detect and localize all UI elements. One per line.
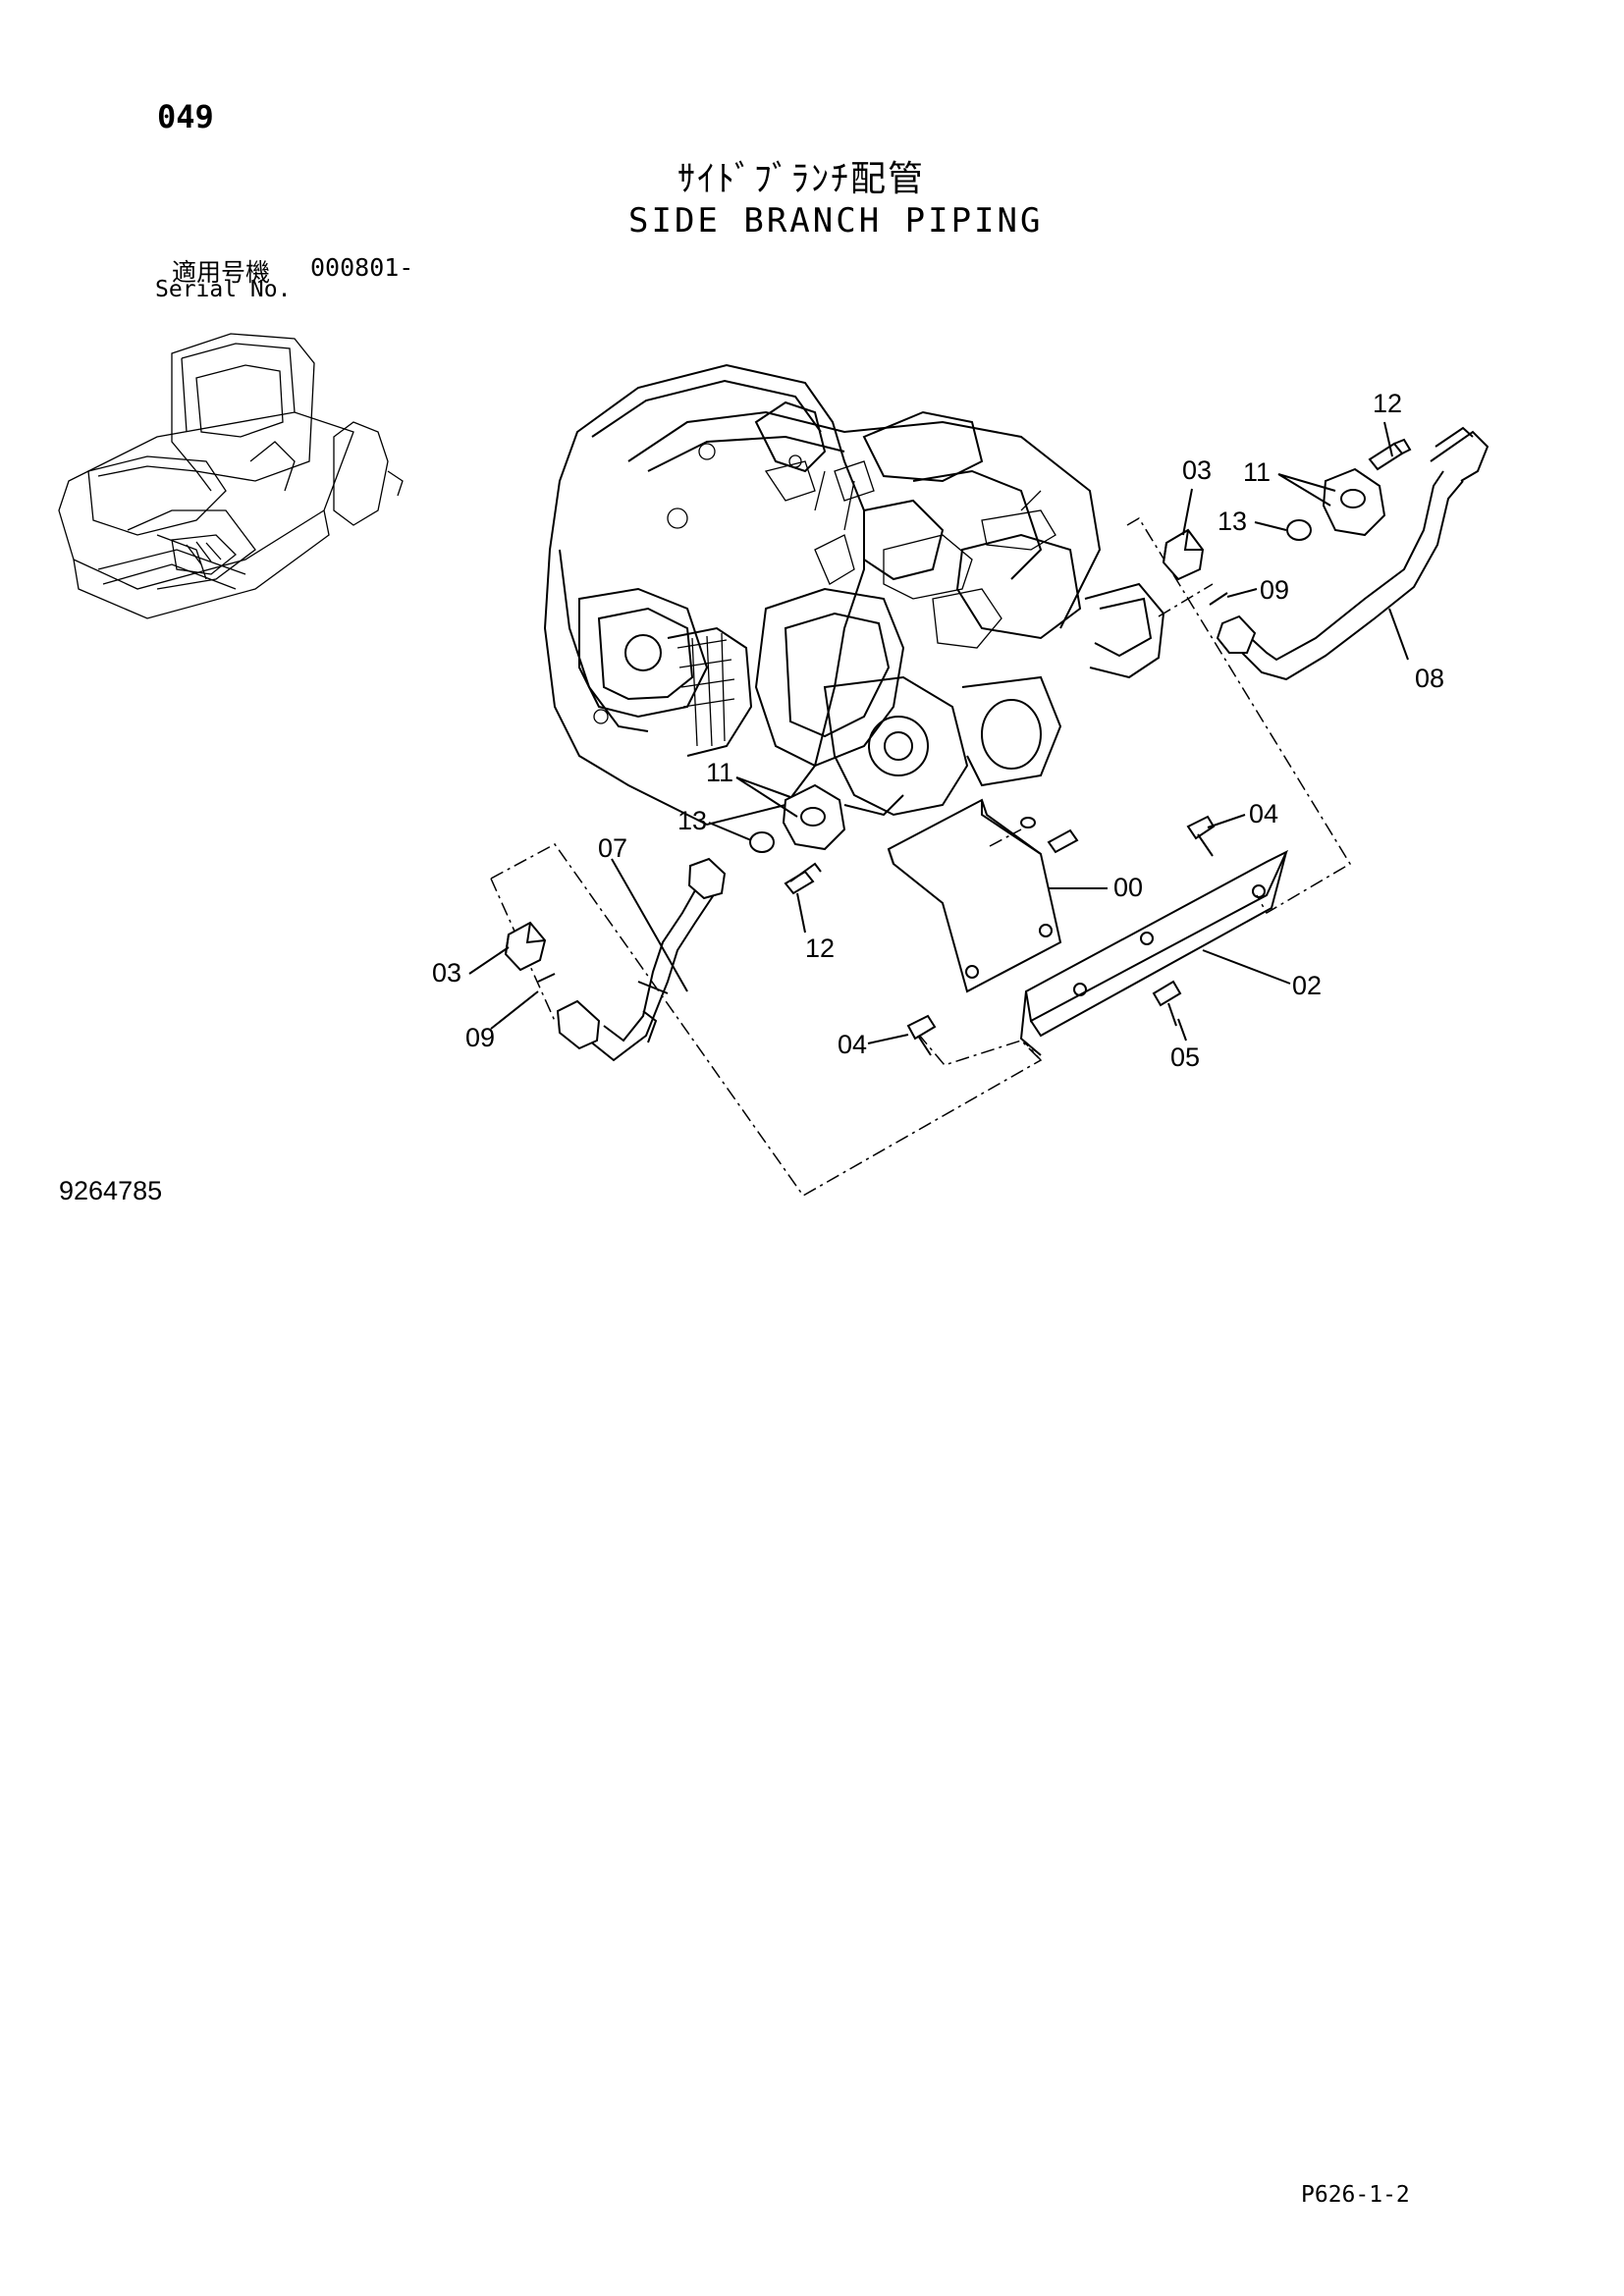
installation-line-right-inner [1158,583,1214,617]
callout-04-left: 04 [838,1030,867,1059]
callout-11-mid: 11 [706,758,733,787]
o-ring-13-left [749,831,775,853]
installation-line-bracket [917,1033,1042,1066]
flange-11-right [1322,467,1386,537]
callout-02: 02 [1292,971,1322,1000]
connector-03-right [1162,528,1205,581]
installation-line-bolt [989,828,1022,847]
o-ring-13-right [1286,519,1312,541]
bolt-12-left [784,862,822,895]
bolt-05 [1152,980,1182,1027]
callout-03-left: 03 [432,958,461,988]
callout-07: 07 [598,833,627,863]
serial-range: 000801- [310,253,414,282]
callout-04-right: 04 [1249,799,1278,828]
bolt-04-left [906,1014,937,1056]
callout-12-top: 12 [1373,389,1402,418]
main-pump-assembly [543,363,1165,827]
plate-02 [1019,849,1289,1056]
o-ring-09-right [1209,592,1228,606]
callout-03-top: 03 [1182,455,1212,485]
callout-08: 08 [1415,664,1444,693]
connector-03-left [504,921,547,972]
excavator-thumbnail [58,333,404,619]
callout-05: 05 [1170,1042,1200,1072]
serial-label: Serial No. [155,277,292,302]
callout-11-top: 11 [1243,457,1271,487]
leader-lines [468,421,1409,1044]
pipe-08 [1216,426,1489,681]
drawing-number: 9264785 [59,1176,163,1205]
pipe-07 [556,857,727,1062]
flange-11-left [782,783,846,851]
page-title-japanese: ｻｲﾄﾞﾌﾞﾗﾝﾁ配管 [677,159,926,199]
page-title: SIDE BRANCH PIPING [628,201,1044,240]
page-number: 049 [157,98,214,135]
callout-09-left: 09 [465,1023,495,1052]
o-ring-09-left [537,973,556,983]
page-code: P626-1-2 [1301,2182,1410,2208]
bolt-04-right [1186,815,1216,857]
callout-12-mid: 12 [805,934,835,963]
bolt-12-right [1368,438,1412,471]
serial-label-japanese: 適用号機 [172,258,271,287]
callout-09-top: 09 [1260,575,1289,605]
bolt-pair-00 [1020,817,1079,854]
callout-13-mid: 13 [677,806,707,835]
bracket-00 [887,798,1062,993]
installation-line-right [1126,516,1352,915]
callout-00: 00 [1113,873,1143,902]
callout-13-top: 13 [1218,507,1247,536]
